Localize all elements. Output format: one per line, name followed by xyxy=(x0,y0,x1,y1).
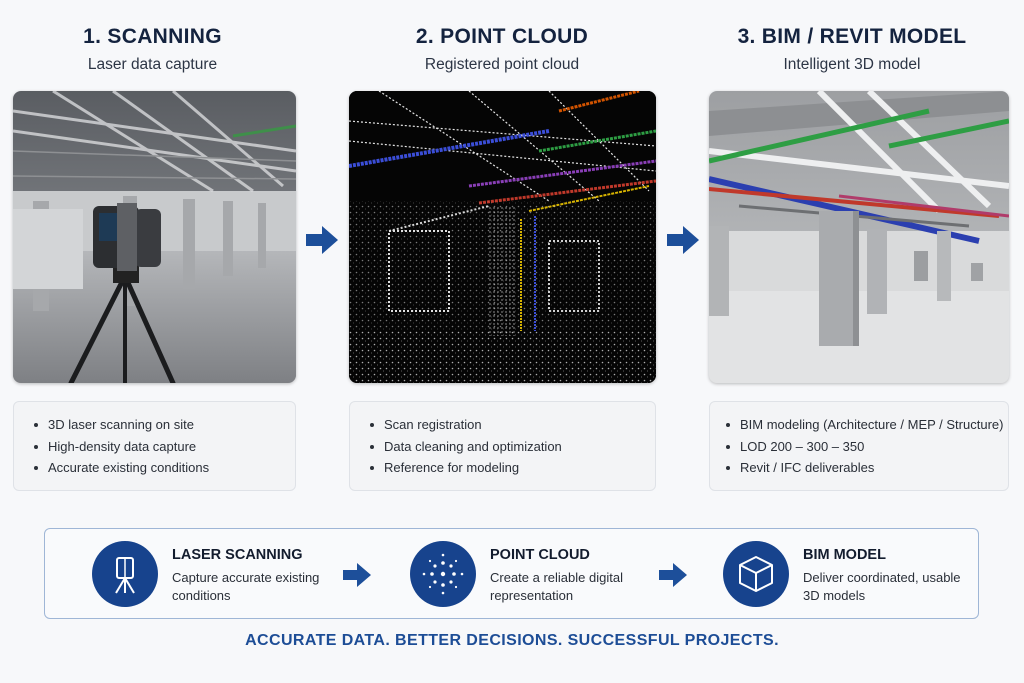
step-2-card: Scan registration Data cleaning and opti… xyxy=(349,401,656,491)
list-item: High-density data capture xyxy=(32,436,295,458)
arrow-right-icon xyxy=(306,226,338,254)
feature-title: POINT CLOUD xyxy=(490,547,590,563)
list-item: Accurate existing conditions xyxy=(32,457,295,479)
tagline: ACCURATE DATA. BETTER DECISIONS. SUCCESS… xyxy=(245,632,779,649)
feature-description: Capture accurate existing conditions xyxy=(172,570,320,603)
list-item: LOD 200 – 300 – 350 xyxy=(724,436,1008,458)
arrow-right-icon xyxy=(667,226,699,254)
step-1-card: 3D laser scanning on site High-density d… xyxy=(13,401,296,491)
list-item: Reference for modeling xyxy=(368,457,655,479)
list-item: Revit / IFC deliverables xyxy=(724,457,1008,479)
feature-point-cloud: POINT CLOUD Create a reliable digital re… xyxy=(410,529,650,618)
list-item: Scan registration xyxy=(368,414,655,436)
feature-laser-scanning: LASER SCANNING Capture accurate existing… xyxy=(92,529,332,618)
cube-icon xyxy=(723,541,789,607)
list-item: Data cleaning and optimization xyxy=(368,436,655,458)
scanner-tripod-icon xyxy=(92,541,158,607)
step-2-subtitle: Registered point cloud xyxy=(424,56,580,73)
step-1-subtitle: Laser data capture xyxy=(87,56,218,73)
list-item: 3D laser scanning on site xyxy=(32,414,295,436)
step-3-title: 3. BIM / REVIT MODEL xyxy=(737,25,967,48)
summary-box: LASER SCANNING Capture accurate existing… xyxy=(44,528,979,619)
step-2-title: 2. POINT CLOUD xyxy=(415,25,589,48)
scanning-photo xyxy=(13,91,296,383)
bim-model-photo xyxy=(709,91,1009,383)
arrow-right-icon xyxy=(659,563,687,587)
point-cloud-icon xyxy=(410,541,476,607)
point-cloud-photo xyxy=(349,91,656,383)
feature-bim-model: BIM MODEL Deliver coordinated, usable 3D… xyxy=(723,529,963,618)
feature-title: LASER SCANNING xyxy=(172,547,303,563)
step-3-card: BIM modeling (Architecture / MEP / Struc… xyxy=(709,401,1009,491)
feature-description: Deliver coordinated, usable 3D models xyxy=(803,570,961,603)
step-1-title: 1. SCANNING xyxy=(83,25,222,48)
feature-description: Create a reliable digital representation xyxy=(490,570,623,603)
arrow-right-icon xyxy=(343,563,371,587)
step-3-subtitle: Intelligent 3D model xyxy=(783,56,921,73)
feature-title: BIM MODEL xyxy=(803,547,886,563)
list-item: BIM modeling (Architecture / MEP / Struc… xyxy=(724,414,1008,436)
